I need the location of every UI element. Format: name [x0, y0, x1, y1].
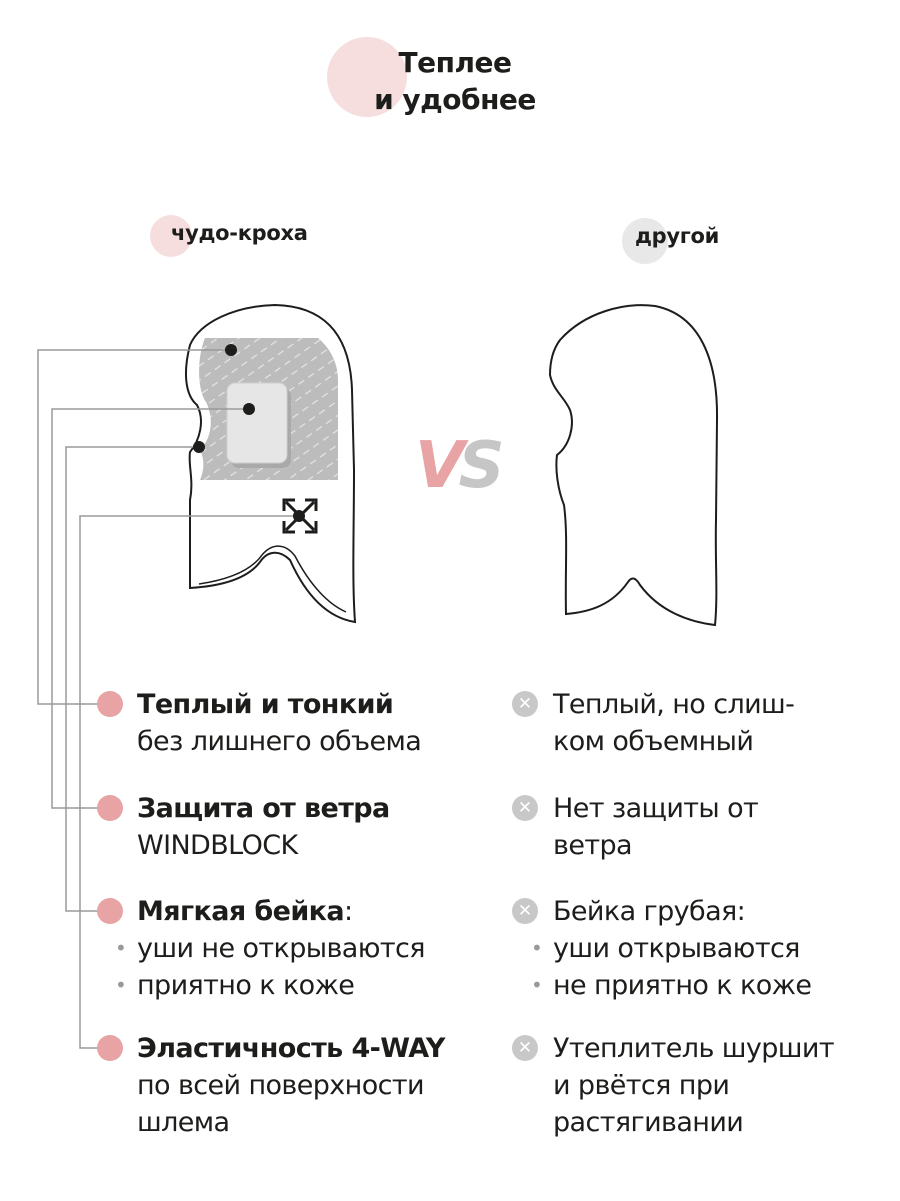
title-blob [327, 37, 407, 117]
left-label-blob [150, 215, 192, 257]
right-label-blob [622, 218, 668, 264]
feature-line: по всей поверхности [137, 1070, 425, 1101]
feature-line: растягивании [553, 1107, 744, 1138]
pointer-dot-wind [243, 403, 255, 415]
right-feature-stretch: Утеплитель шуршит и рвётся при растягива… [553, 1030, 835, 1141]
feature-bullet: уши не открываются [115, 930, 425, 967]
feature-line: без лишнего объема [137, 726, 422, 757]
x-circle-icon: ✕ [512, 691, 538, 717]
feature-bullet: приятно к коже [115, 967, 425, 1004]
right-label: другой [635, 224, 719, 248]
feature-line: WINDBLOCK [137, 830, 298, 861]
feature-title: Эластичность 4-WAY [137, 1033, 445, 1064]
versus-mark: VS [415, 429, 505, 503]
left-feature-warm: Теплый и тонкий без лишнего объема [137, 686, 422, 760]
left-feature-stretch: Эластичность 4-WAY по всей поверхности ш… [137, 1030, 445, 1141]
right-feature-warm: Теплый, но слиш- ком объемный [553, 686, 795, 760]
feature-line: Утеплитель шуршит [553, 1033, 835, 1064]
feature-bullet: уши открываются [531, 930, 811, 967]
feature-line: и рвётся при [553, 1070, 730, 1101]
x-circle-icon: ✕ [512, 795, 538, 821]
feature-title: Теплый и тонкий [137, 689, 394, 720]
feature-line: Бейка грубая: [553, 896, 746, 927]
feature-line: ком объемный [553, 726, 754, 757]
feature-title: Защита от ветра [137, 793, 390, 824]
feature-line: ветра [553, 830, 633, 861]
x-circle-icon: ✕ [512, 898, 538, 924]
feature-line: шлема [137, 1107, 230, 1138]
left-feature-trim: Мягкая бейка: уши не открываются приятно… [137, 893, 425, 1004]
left-helmet [185, 303, 357, 624]
pointer-dot-stretch [293, 510, 305, 522]
feature-bullet: не приятно к коже [531, 967, 812, 1004]
title-line-2: и удобнее [374, 83, 536, 116]
right-feature-wind: Нет защиты от ветра [553, 790, 759, 864]
pointer-dot-warm [225, 344, 237, 356]
right-feature-trim: Бейка грубая: уши открываются не приятно… [553, 893, 812, 1004]
left-feature-wind: Защита от ветра WINDBLOCK [137, 790, 390, 864]
right-helmet [548, 304, 719, 627]
pink-dot-icon [97, 795, 123, 821]
feature-title: Мягкая бейка [137, 896, 345, 927]
feature-line: Нет защиты от [553, 793, 759, 824]
x-circle-icon: ✕ [512, 1035, 538, 1061]
feature-line: Теплый, но слиш- [553, 689, 795, 720]
pink-dot-icon [97, 691, 123, 717]
pink-dot-icon [97, 1035, 123, 1061]
leader-lines [37, 349, 299, 1049]
feature-title-suffix: : [344, 896, 353, 927]
page-title: Теплее и удобнее [360, 44, 550, 118]
pink-dot-icon [97, 898, 123, 924]
pointer-dot-trim [193, 441, 205, 453]
title-line-1: Теплее [398, 46, 512, 79]
left-label: чудо-кроха [171, 221, 308, 245]
